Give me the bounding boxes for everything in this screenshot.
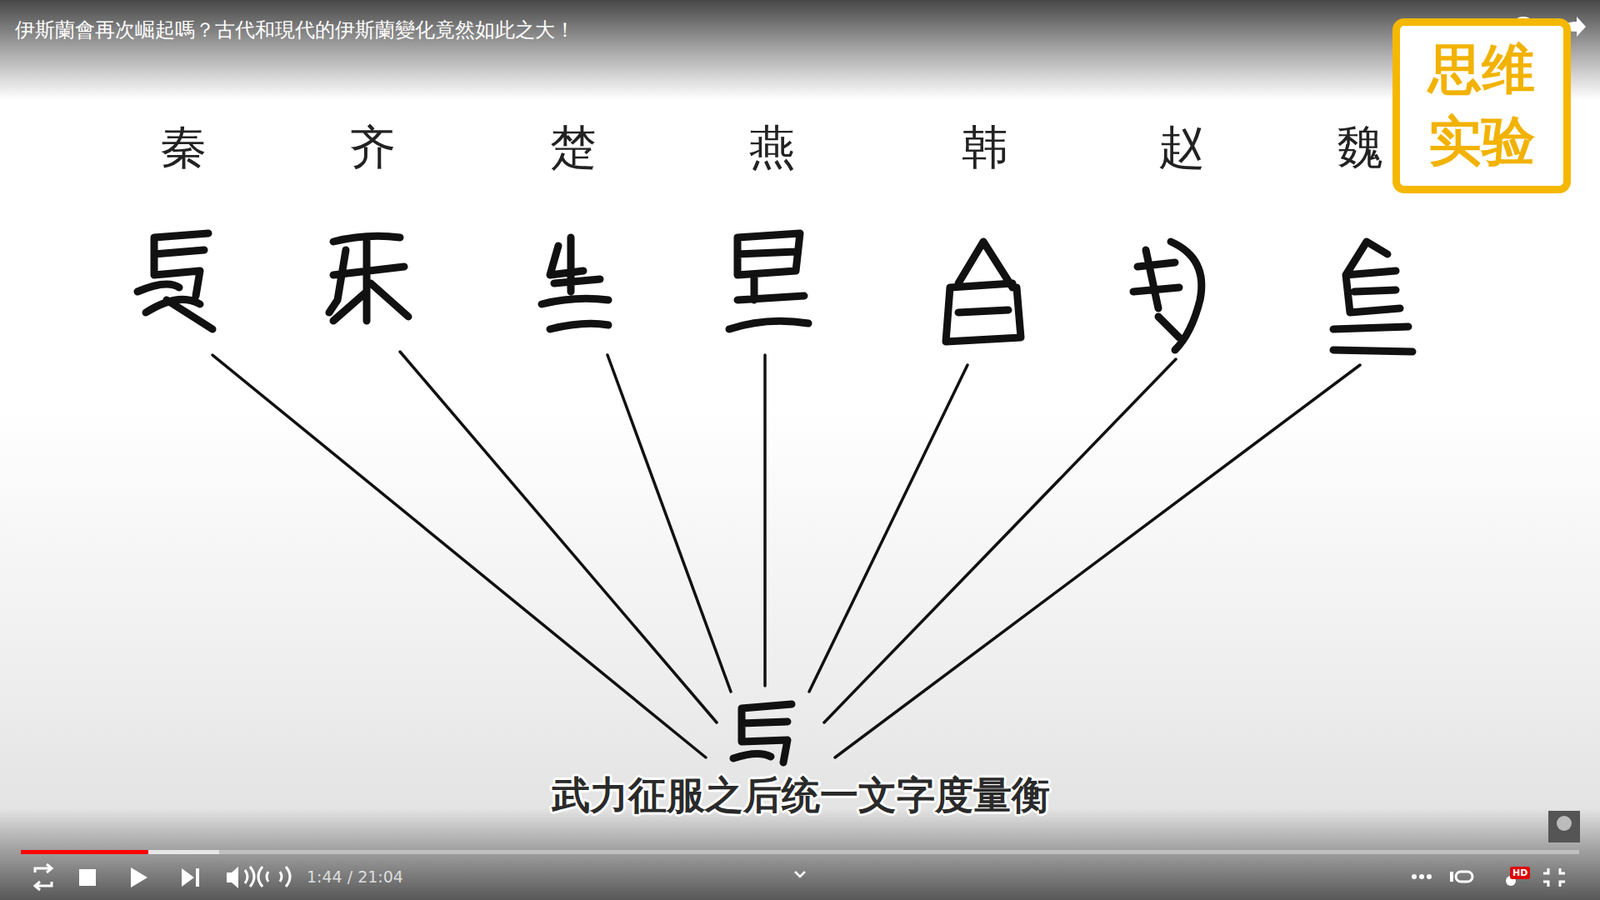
hd-label: HD [1512,867,1533,879]
state-name: 齐 [349,116,396,180]
video-title: 伊斯蘭會再次崛起嗎？古代和現代的伊斯蘭變化竟然如此之大！ [15,16,575,44]
logo-text: 思维 [1400,42,1564,96]
state-name: 秦 [160,116,207,180]
top-shade [0,0,1600,100]
channel-logo: 思维实验 [1392,18,1571,194]
time-display: 1:44 / 21:04 [306,867,404,886]
state-name: 韩 [961,116,1009,180]
state-name: 燕 [749,116,796,180]
state-name: 赵 [1158,116,1205,180]
hd-badge: HD [1510,866,1530,880]
logo-text: 实验 [1400,114,1564,168]
state-name: 魏 [1336,116,1384,180]
subtitle: 武力征服之后统一文字度量衡 [551,770,1050,822]
state-name: 楚 [550,116,597,180]
